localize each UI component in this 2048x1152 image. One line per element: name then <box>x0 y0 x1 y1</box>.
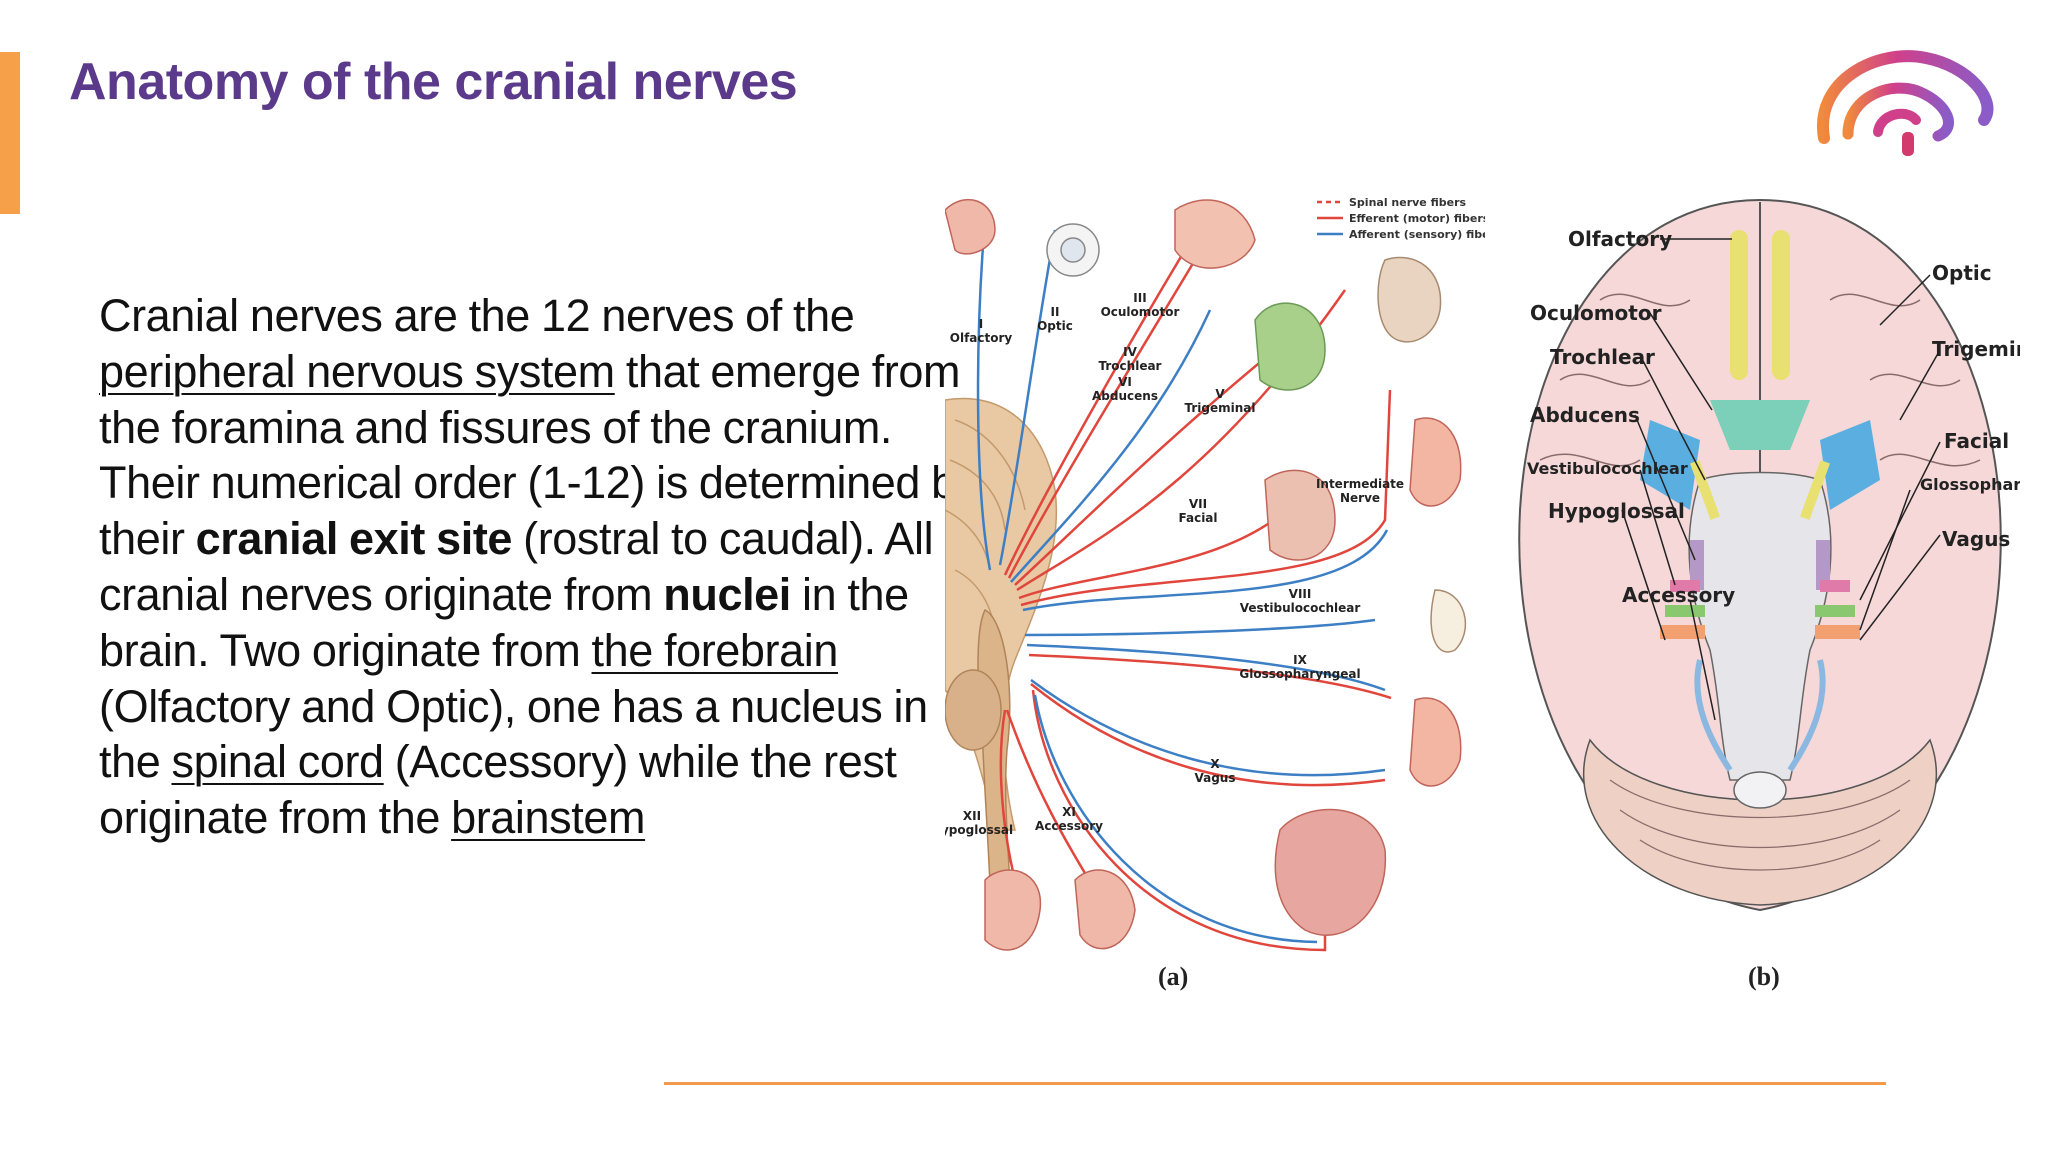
svg-text:Accessory: Accessory <box>1622 583 1735 607</box>
brainstem <box>1688 471 1832 809</box>
bold-term: cranial exit site <box>195 513 513 565</box>
nerve-fibers <box>976 219 1392 952</box>
svg-text:Olfactory: Olfactory <box>1568 227 1672 251</box>
figure-b-brain-inferior-view: Olfactory Optic Oculomotor Trochlear Tri… <box>1518 198 2020 912</box>
svg-text:Vagus: Vagus <box>1942 527 2010 551</box>
svg-text:Facial: Facial <box>1178 511 1217 525</box>
svg-text:VII: VII <box>1189 497 1207 511</box>
figure-a-legend: Spinal nerve fibers Efferent (motor) fib… <box>1317 196 1485 241</box>
target-organs <box>945 199 1466 951</box>
underlined-term: spinal cord <box>171 736 384 788</box>
underlined-term: the forebrain <box>591 624 839 676</box>
paragraph-line: the foramina and fissures of the cranium… <box>99 401 893 453</box>
figure-b-caption: (b) <box>1748 962 1780 991</box>
svg-text:Facial: Facial <box>1944 429 2009 453</box>
paragraph-line: the spinal cord (Accessory) while the re… <box>99 736 897 788</box>
slide-title: Anatomy of the cranial nerves <box>69 53 798 111</box>
brain-illustration <box>945 397 1058 911</box>
svg-text:Oculomotor: Oculomotor <box>1101 305 1180 319</box>
accent-bar <box>0 52 20 214</box>
svg-text:XI: XI <box>1062 805 1076 819</box>
svg-text:IX: IX <box>1293 653 1307 667</box>
underlined-term: peripheral nervous system <box>99 345 615 397</box>
svg-text:Trochlear: Trochlear <box>1099 359 1162 373</box>
paragraph-line: Cranial nerves are the 12 nerves of the <box>99 290 855 341</box>
svg-text:VIII: VIII <box>1289 587 1312 601</box>
svg-text:III: III <box>1133 291 1146 305</box>
svg-text:V: V <box>1215 387 1225 401</box>
svg-text:II: II <box>1051 305 1060 319</box>
svg-text:Accessory: Accessory <box>1035 819 1103 833</box>
cranial-nerves <box>1640 230 1880 772</box>
svg-text:VI: VI <box>1118 375 1132 389</box>
svg-text:XII: XII <box>963 809 981 823</box>
svg-text:Hypoglossal: Hypoglossal <box>1548 499 1685 523</box>
svg-text:Glossopharyngeal: Glossopharyngeal <box>1239 667 1360 681</box>
paragraph-line: Their numerical order (1-12) is determin… <box>99 457 959 509</box>
figure-a-nerve-distribution: Spinal nerve fibers Efferent (motor) fib… <box>945 196 1485 952</box>
paragraph-line: peripheral nervous system that emerge fr… <box>99 345 959 397</box>
paragraph-line: (Olfactory and Optic), one has a nucleus… <box>99 680 928 732</box>
svg-text:Abducens: Abducens <box>1530 403 1640 427</box>
paragraph-line: brain. Two originate from the forebrain <box>99 624 839 676</box>
svg-text:Vestibulocochlear: Vestibulocochlear <box>1240 601 1361 615</box>
bold-term: nuclei <box>663 568 791 620</box>
svg-text:Vagus: Vagus <box>1194 771 1235 785</box>
svg-text:Optic: Optic <box>1932 261 1992 285</box>
svg-text:Olfactory: Olfactory <box>950 331 1013 345</box>
legend-efferent: Efferent (motor) fibers <box>1349 212 1485 225</box>
svg-text:IV: IV <box>1123 345 1137 359</box>
legend-afferent: Afferent (sensory) fibers <box>1349 228 1485 241</box>
svg-text:Trigeminal: Trigeminal <box>1932 337 2020 361</box>
footer-rule <box>664 1082 1886 1085</box>
underlined-term: brainstem <box>451 792 646 844</box>
figure-a-caption: (a) <box>1158 962 1189 991</box>
svg-text:Intermediate: Intermediate <box>1316 477 1404 491</box>
paragraph-line: their cranial exit site (rostral to caud… <box>99 513 934 565</box>
svg-text:I: I <box>979 317 983 331</box>
figure-b-labels: Olfactory Optic Oculomotor Trochlear Tri… <box>1527 227 2020 607</box>
leader-lines <box>1621 238 1941 721</box>
svg-text:X: X <box>1210 757 1220 771</box>
svg-text:Optic: Optic <box>1037 319 1073 333</box>
svg-text:Glossopharyngeal: Glossopharyngeal <box>1920 475 2020 494</box>
svg-text:Nerve: Nerve <box>1340 491 1380 505</box>
figure-a-labels: I Olfactory II Optic III Oculomotor IV T… <box>945 291 1404 837</box>
svg-text:Trochlear: Trochlear <box>1550 345 1655 369</box>
svg-text:Oculomotor: Oculomotor <box>1530 301 1662 325</box>
paragraph-line: cranial nerves originate from nuclei in … <box>99 568 909 620</box>
svg-text:Trigeminal: Trigeminal <box>1185 401 1256 415</box>
paragraph-line: originate from the brainstem <box>99 792 646 844</box>
svg-text:Vestibulocochlear: Vestibulocochlear <box>1527 459 1688 478</box>
svg-text:Hypoglossal: Hypoglossal <box>945 823 1013 837</box>
legend-spinal: Spinal nerve fibers <box>1349 196 1467 209</box>
brand-logo <box>1816 50 1994 156</box>
svg-text:Abducens: Abducens <box>1092 389 1158 403</box>
